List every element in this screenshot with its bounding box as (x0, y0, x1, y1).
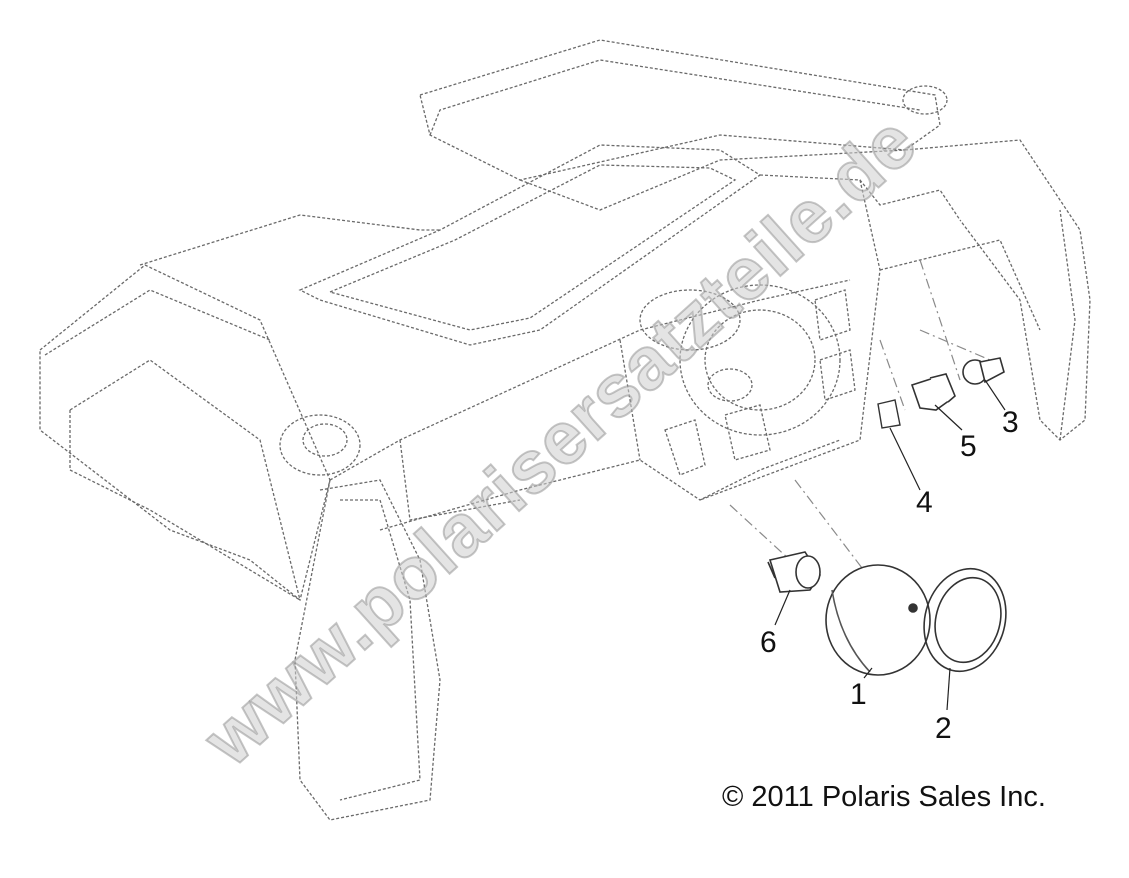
callout-leaders (774, 379, 1006, 711)
leader-lines (729, 259, 991, 569)
copyright-notice: © 2011 Polaris Sales Inc. (722, 781, 1046, 813)
callout-2: 2 (935, 712, 952, 745)
callout-1: 1 (850, 678, 867, 711)
callout-4: 4 (916, 486, 933, 519)
part-1-gauge (825, 564, 931, 676)
dashboard-body (39, 39, 1091, 821)
callout-6: 6 (760, 626, 777, 659)
part-2-bezel (923, 567, 1007, 673)
part-6-key-switch (767, 551, 821, 593)
callout-5: 5 (960, 430, 977, 463)
part-5-switch (910, 373, 956, 411)
part-3-bulb (962, 357, 1005, 385)
part-4-lens (877, 399, 901, 429)
callout-3: 3 (1002, 406, 1019, 439)
